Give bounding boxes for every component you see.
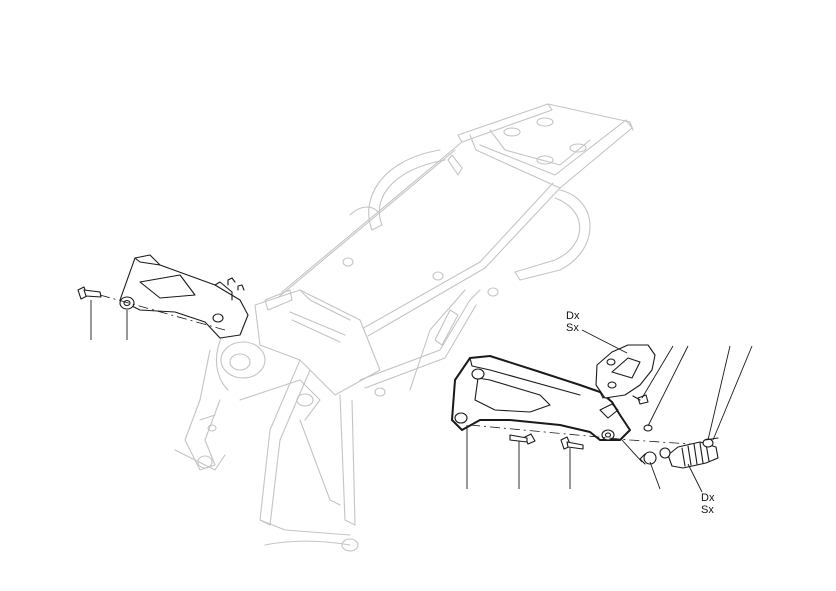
left-bolt bbox=[77, 286, 102, 300]
heel-guard-plate bbox=[595, 344, 656, 399]
leader-bushing bbox=[649, 461, 661, 490]
side-label-lower: Dx Sx bbox=[701, 492, 715, 516]
left-footpeg-bracket bbox=[119, 254, 249, 339]
footpeg-pin bbox=[702, 437, 719, 448]
leader-pin-a bbox=[707, 345, 731, 441]
leader-pin-b bbox=[712, 345, 753, 441]
side-label-upper: Dx Sx bbox=[566, 310, 580, 334]
mounting-bolt-short bbox=[560, 436, 584, 450]
leader-washer bbox=[647, 345, 689, 427]
mounting-bolt-long bbox=[509, 433, 536, 445]
left-assembly-axis bbox=[99, 294, 226, 331]
leader-pivot bbox=[621, 439, 643, 463]
leader-guard-screw bbox=[641, 345, 674, 399]
leader-lower-label bbox=[687, 463, 703, 493]
guard-screw bbox=[632, 394, 649, 405]
leader-upper-label bbox=[581, 329, 628, 354]
right-assembly-axis bbox=[469, 424, 706, 446]
right-footpeg-bracket bbox=[451, 355, 631, 441]
footpeg bbox=[659, 441, 719, 469]
frame-ghost bbox=[174, 103, 634, 552]
pivot-bushing bbox=[639, 451, 657, 465]
